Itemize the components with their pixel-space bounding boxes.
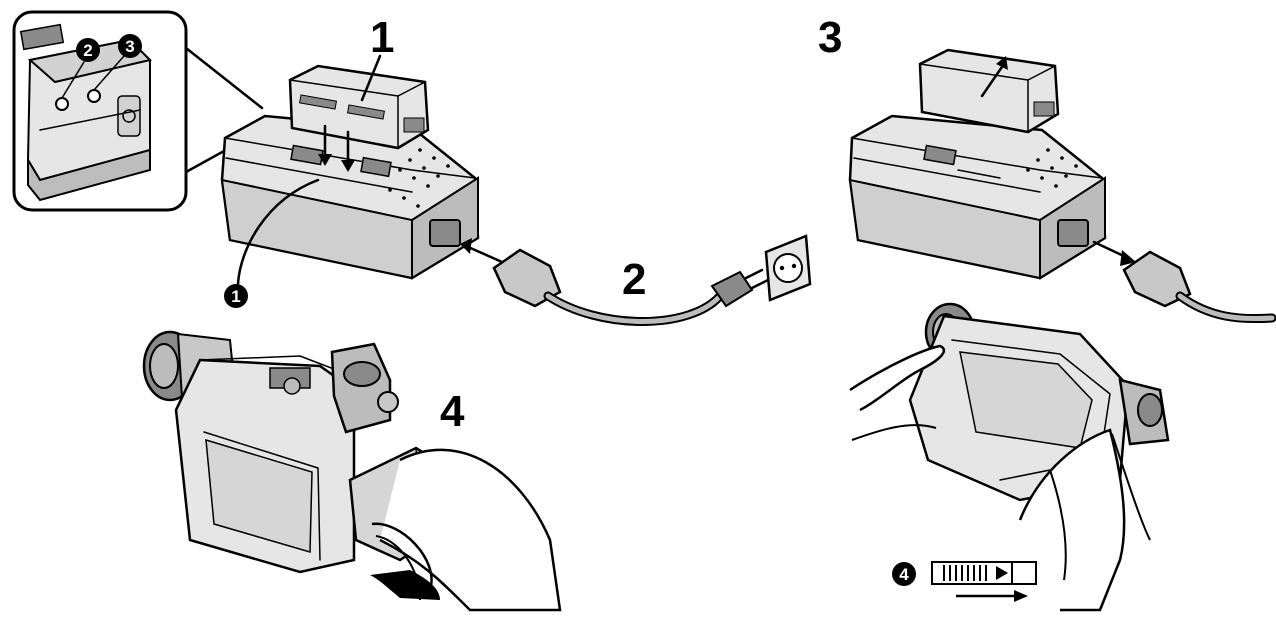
indicator-lamp-3-icon xyxy=(87,89,101,103)
callout-label-2: 2 xyxy=(83,41,92,60)
inset-leader-top xyxy=(184,46,264,110)
callout-badge-4: 4 xyxy=(892,562,916,586)
callout-label-4: 4 xyxy=(899,565,909,584)
step-1-leader xyxy=(360,54,382,102)
callout-badge-3: 3 xyxy=(118,34,142,58)
power-cord-step-2 xyxy=(460,234,812,326)
callout-badge-2: 2 xyxy=(76,38,100,62)
step-1-number: 1 xyxy=(370,13,394,62)
callout-1-leader xyxy=(236,178,320,286)
charger-power-socket xyxy=(429,219,461,247)
charger-step-3 xyxy=(848,48,1276,324)
mains-plug-icon xyxy=(710,270,754,308)
callout-label-1: 1 xyxy=(231,287,240,306)
callout-label-3: 3 xyxy=(125,37,134,56)
callout-badge-1: 1 xyxy=(224,284,248,308)
battery-release-slider-icon xyxy=(931,561,1037,602)
charger-detail-inset xyxy=(12,10,188,212)
indicator-lamp-2-icon xyxy=(55,97,69,111)
charger-step-1 xyxy=(220,54,480,280)
step-2-number: 2 xyxy=(622,255,646,304)
cord-connector-icon xyxy=(492,248,562,308)
step-4-number-left: 4 xyxy=(440,387,465,436)
step-3-number: 3 xyxy=(818,13,842,62)
camcorder-release-battery xyxy=(849,302,1170,612)
camcorder-attach-battery xyxy=(142,330,562,612)
